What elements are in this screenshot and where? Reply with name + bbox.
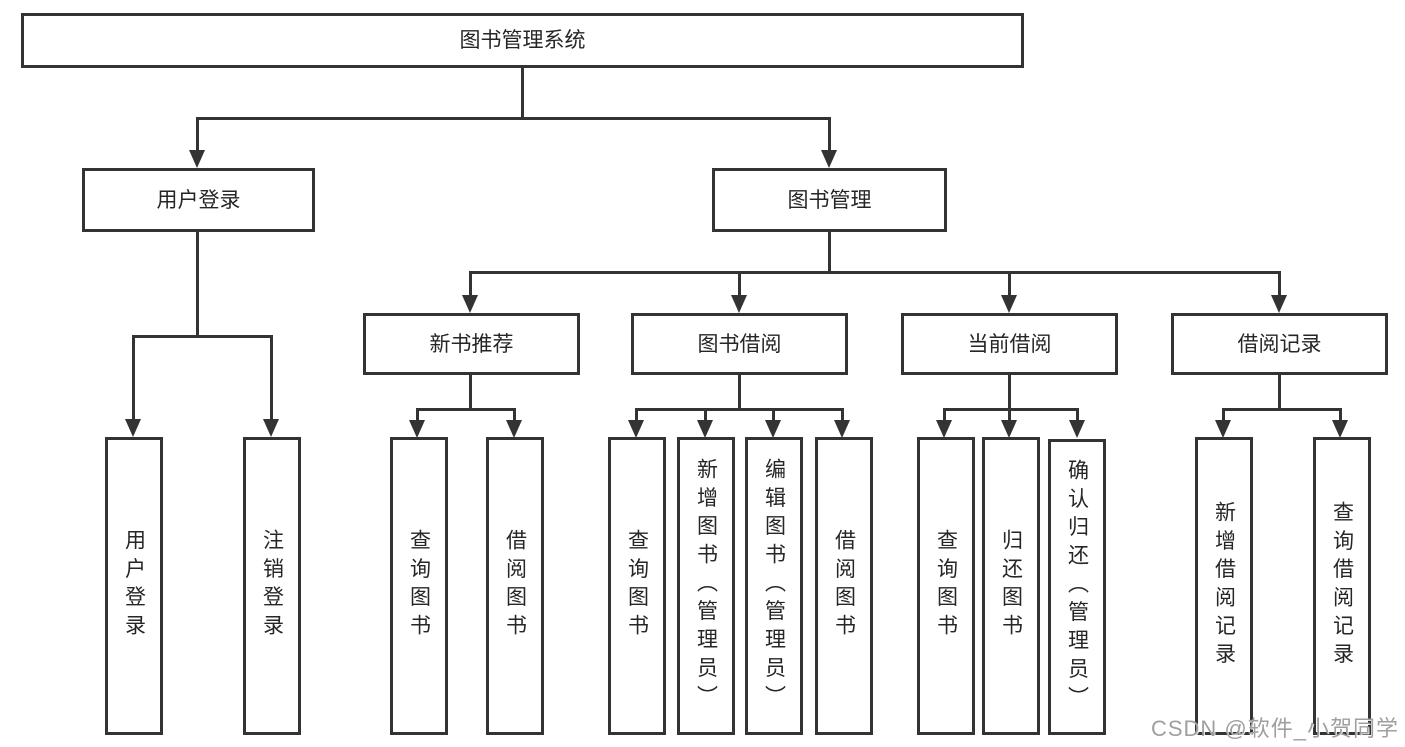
connector-leaf <box>416 408 419 420</box>
connector-book-borrow-stem <box>738 375 741 411</box>
connector-current-borrow-bar <box>943 408 1079 411</box>
connector-to-borrow-record <box>1278 271 1281 295</box>
leaf-confirm-return-admin: 确认归还（管理员） <box>1048 439 1106 735</box>
node-root: 图书管理系统 <box>21 13 1024 68</box>
arrowhead-icon <box>834 420 850 438</box>
connector-borrow-record-stem <box>1278 375 1281 411</box>
connector-leaf <box>635 408 638 420</box>
leaf-return-book: 归还图书 <box>982 437 1040 735</box>
connector-leaf <box>1076 408 1079 420</box>
node-current-borrow: 当前借阅 <box>901 313 1118 375</box>
leaf-add-book-admin: 新增图书（管理员） <box>677 437 735 735</box>
node-borrow-record: 借阅记录 <box>1171 313 1388 375</box>
arrowhead-icon <box>1001 420 1017 438</box>
arrowhead-icon <box>1069 420 1085 438</box>
arrowhead-icon <box>1332 420 1348 438</box>
arrowhead-icon <box>263 419 279 437</box>
connector-borrow-record-bar <box>1222 408 1342 411</box>
arrowhead-icon <box>462 295 478 313</box>
connector-root-bar <box>196 117 831 120</box>
connector-leaf <box>704 408 707 420</box>
leaf-query-book-current: 查询图书 <box>917 437 975 735</box>
leaf-add-borrow-record: 新增借阅记录 <box>1195 437 1253 735</box>
connector-to-leaf-user-login <box>132 335 135 419</box>
node-new-book-recommend: 新书推荐 <box>363 313 580 375</box>
connector-book-mgmt-stem <box>828 232 831 274</box>
leaf-query-book-borrow: 查询图书 <box>608 437 666 735</box>
node-book-borrow: 图书借阅 <box>631 313 848 375</box>
connector-book-borrow-bar <box>635 408 843 411</box>
connector-leaf <box>841 408 844 420</box>
connector-leaf <box>1222 408 1225 420</box>
connector-to-user-login <box>196 117 199 150</box>
connector-new-rec-stem <box>469 375 472 411</box>
leaf-edit-book-admin: 编辑图书（管理员） <box>745 437 803 735</box>
node-user-login: 用户登录 <box>82 168 315 232</box>
connector-leaf <box>1008 408 1011 420</box>
arrowhead-icon <box>409 420 425 438</box>
connector-leaf <box>1339 408 1342 420</box>
leaf-query-book-recommend: 查询图书 <box>390 437 448 735</box>
arrowhead-icon <box>506 420 522 438</box>
connector-book-mgmt-bar <box>469 271 1281 274</box>
connector-to-book-management <box>828 117 831 150</box>
watermark: CSDN @软件_小贺同学 <box>1150 716 1399 741</box>
connector-current-borrow-stem <box>1008 375 1011 411</box>
connector-to-leaf-logout <box>270 335 273 419</box>
arrowhead-icon <box>1215 420 1231 438</box>
leaf-query-borrow-record: 查询借阅记录 <box>1313 437 1371 735</box>
arrowhead-icon <box>1271 295 1287 313</box>
arrowhead-icon <box>731 295 747 313</box>
connector-root-stem <box>521 68 524 120</box>
leaf-borrow-book-recommend: 借阅图书 <box>486 437 544 735</box>
arrowhead-icon <box>1001 295 1017 313</box>
connector-user-login-stem <box>196 232 199 338</box>
connector-to-book-borrow <box>738 271 741 295</box>
arrowhead-icon <box>765 420 781 438</box>
arrowhead-icon <box>936 420 952 438</box>
connector-user-login-bar <box>132 335 273 338</box>
connector-to-current-borrow <box>1008 271 1011 295</box>
connector-leaf <box>943 408 946 420</box>
node-book-management: 图书管理 <box>712 168 947 232</box>
arrowhead-icon <box>125 419 141 437</box>
connector-leaf <box>772 408 775 420</box>
arrowhead-icon <box>697 420 713 438</box>
arrowhead-icon <box>189 150 205 168</box>
leaf-logout: 注销登录 <box>243 437 301 735</box>
leaf-borrow-book: 借阅图书 <box>815 437 873 735</box>
arrowhead-icon <box>821 150 837 168</box>
connector-new-rec-bar <box>416 408 516 411</box>
connector-leaf <box>513 408 516 420</box>
connector-to-new-rec <box>469 271 472 295</box>
leaf-user-login: 用户登录 <box>105 437 163 735</box>
arrowhead-icon <box>628 420 644 438</box>
